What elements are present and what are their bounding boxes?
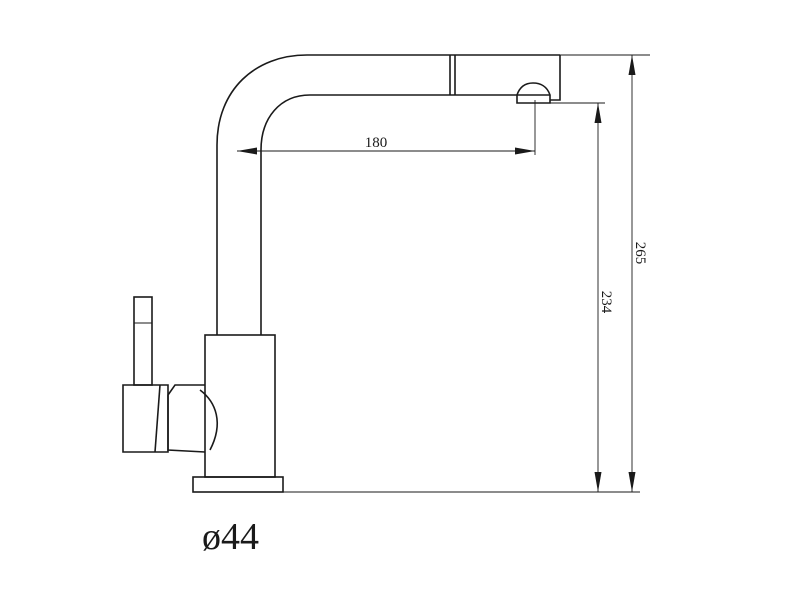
spout-outer-outline: [216, 54, 560, 335]
outlet-arrow-top: [594, 103, 602, 123]
handle-stem: [133, 296, 153, 386]
handle-knob-curve: [199, 389, 218, 451]
total-arrow-top: [628, 55, 636, 75]
handle-lever-slant: [154, 384, 161, 453]
faucet-body: [204, 334, 276, 478]
spout-head: [550, 55, 561, 101]
handle-lever: [122, 384, 169, 453]
base-plate: [192, 476, 284, 493]
handle-knob: [167, 384, 206, 453]
reach-dimension-label: 180: [365, 135, 388, 151]
aerator: [516, 82, 551, 104]
reach-arrow-left: [237, 147, 257, 155]
base-diameter-label: ø44: [202, 516, 259, 558]
outlet-dimension-label: 234: [598, 291, 614, 314]
outlet-arrow-bottom: [594, 472, 602, 492]
total-dimension-label: 265: [632, 242, 648, 265]
total-arrow-bottom: [628, 472, 636, 492]
spout-inner-outline: [260, 94, 517, 335]
reach-arrow-right: [515, 147, 535, 155]
